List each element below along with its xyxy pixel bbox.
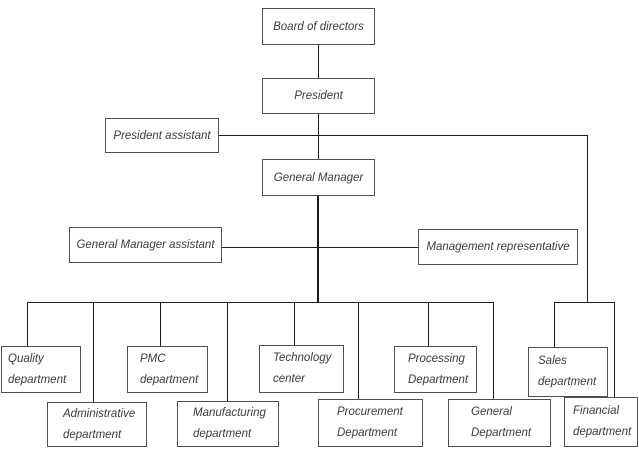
node-label: Board of directors — [273, 20, 364, 33]
connector-drop-pmc — [160, 302, 161, 346]
node-label: Processing — [408, 352, 465, 365]
node-label: President — [294, 90, 343, 102]
connector-drop-manufacturing — [227, 302, 228, 401]
node-label: Sales — [538, 355, 567, 367]
connector-drop-technology — [294, 302, 295, 345]
node-label: department — [538, 376, 597, 388]
node-label: President assistant — [113, 129, 211, 142]
connector-drop-sales — [554, 302, 555, 347]
node-label: General — [471, 406, 512, 418]
node-general-department: General Department — [448, 399, 551, 447]
connector-drop-quality — [27, 302, 28, 346]
node-management-representative: Management representative — [418, 229, 578, 265]
node-president-assistant: President assistant — [105, 118, 219, 153]
node-processing-department: Processing Department — [394, 346, 477, 393]
node-sales-department: Sales department — [528, 347, 608, 397]
connector-president-assistant-line — [219, 135, 588, 136]
node-general-manager-assistant: General Manager assistant — [69, 227, 222, 263]
node-label: Financial — [573, 405, 620, 417]
connector-drop-processing — [428, 302, 429, 346]
node-label: department — [63, 428, 122, 441]
node-manufacturing-department: Manufacturing department — [177, 401, 279, 447]
node-board-of-directors: Board of directors — [262, 8, 375, 45]
node-label: Manufacturing — [193, 407, 266, 419]
node-pmc-department: PMC department — [127, 346, 208, 393]
node-administrative-department: Administrative department — [47, 402, 147, 447]
connector-drop-procurement — [358, 302, 359, 399]
node-label: Department — [408, 373, 469, 386]
connector-board-president — [318, 45, 319, 78]
node-label: Department — [471, 427, 532, 439]
connector-department-bus — [27, 302, 494, 303]
node-label: department — [140, 373, 199, 386]
connector-president-general-manager — [318, 114, 319, 159]
node-president: President — [262, 78, 375, 114]
connector-drop-administrative — [93, 302, 94, 402]
node-general-manager: General Manager — [262, 159, 375, 196]
connector-general-manager-trunk — [317, 196, 319, 303]
node-label: department — [573, 426, 632, 438]
node-label: department — [193, 428, 252, 440]
node-technology-center: Technology center — [259, 345, 344, 393]
node-label: Procurement — [337, 406, 403, 418]
connector-drop-financial — [614, 302, 615, 397]
node-label: Management representative — [426, 241, 570, 253]
connector-drop-general-department — [493, 302, 494, 399]
node-label: General Manager assistant — [76, 239, 215, 251]
node-label: General Manager — [273, 171, 364, 184]
node-quality-department: Quality department — [1, 346, 81, 393]
node-procurement-department: Procurement Department — [318, 399, 423, 447]
node-label: department — [8, 373, 67, 386]
connector-gm-assistant-management-representative — [222, 247, 418, 248]
node-label: Department — [337, 427, 398, 439]
connector-right-branch-vertical — [587, 135, 588, 303]
node-label: PMC — [140, 352, 166, 365]
node-financial-department: Financial department — [564, 397, 638, 447]
node-label: Quality — [8, 352, 44, 365]
node-label: Technology — [273, 352, 332, 364]
connector-sales-financial-bus — [554, 302, 615, 303]
node-label: center — [273, 373, 305, 385]
node-label: Administrative — [63, 407, 136, 420]
